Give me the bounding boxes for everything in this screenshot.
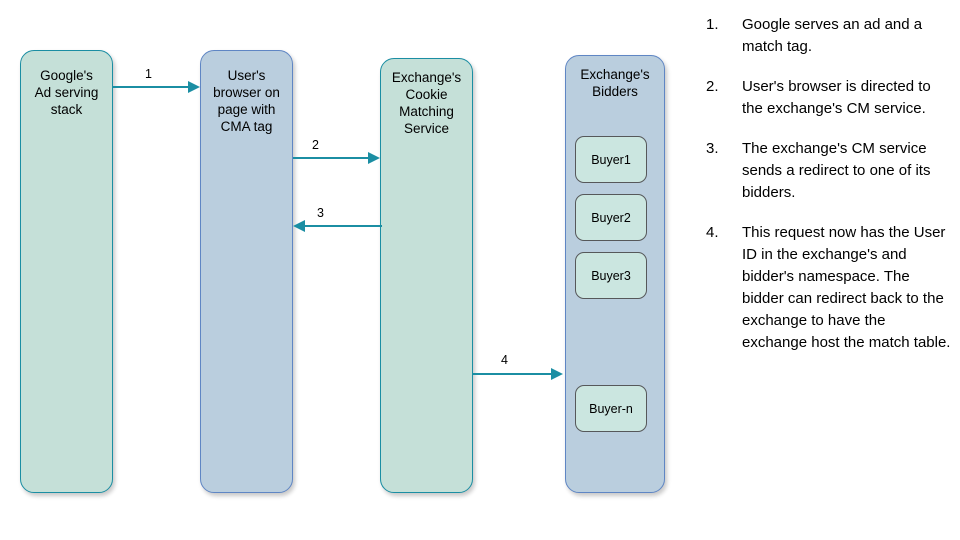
step-text: This request now has the User ID in the … (742, 224, 951, 351)
step-number: 1. (706, 16, 719, 33)
step-number: 4. (706, 224, 719, 241)
arrow-2-label: 2 (312, 138, 319, 152)
buyer-chip-buyer1[interactable]: Buyer1 (575, 136, 647, 183)
arrow-1-label: 1 (145, 67, 152, 81)
steps-list: 1. Google serves an ad and a match tag. … (706, 14, 954, 372)
step-text: Google serves an ad and a match tag. (742, 16, 923, 55)
step-text: User's browser is directed to the exchan… (742, 78, 931, 117)
buyer-label-buyer1: Buyer1 (591, 152, 631, 167)
arrow-3-line (305, 225, 382, 227)
lane-label-google-ad-serving-stack: Google's Ad serving stack (34, 68, 99, 117)
list-item: 2. User's browser is directed to the exc… (706, 76, 954, 120)
buyer-label-buyer2: Buyer2 (591, 210, 631, 225)
list-item: 4. This request now has the User ID in t… (706, 222, 954, 354)
step-number: 2. (706, 78, 719, 95)
list-item: 1. Google serves an ad and a match tag. (706, 14, 954, 58)
lane-label-exchange-cookie-matching-service: Exchange's Cookie Matching Service (391, 70, 462, 136)
arrow-2-head-icon (368, 151, 380, 164)
lane-label-exchange-bidders: Exchange's Bidders (580, 67, 650, 99)
arrow-1-line (113, 86, 190, 88)
buyer-chip-buyer-n[interactable]: Buyer-n (575, 385, 647, 432)
step-number: 3. (706, 140, 719, 157)
lane-label-user-browser: User's browser on page with CMA tag (213, 68, 280, 134)
step-text: The exchange's CM service sends a redire… (742, 140, 931, 201)
arrow-2-line (293, 157, 370, 159)
arrow-4-label: 4 (501, 353, 508, 367)
lane-exchange-cookie-matching-service: Exchange's Cookie Matching Service (380, 58, 473, 493)
arrow-3-label: 3 (317, 206, 324, 220)
arrow-4-line (473, 373, 553, 375)
lane-google-ad-serving-stack: Google's Ad serving stack (20, 50, 113, 493)
arrow-3-head-icon (293, 219, 305, 232)
lane-user-browser: User's browser on page with CMA tag (200, 50, 293, 493)
arrow-1-head-icon (188, 80, 200, 93)
buyer-label-buyer3: Buyer3 (591, 268, 631, 283)
buyer-label-buyer-n: Buyer-n (589, 401, 633, 416)
buyer-chip-buyer3[interactable]: Buyer3 (575, 252, 647, 299)
buyer-chip-buyer2[interactable]: Buyer2 (575, 194, 647, 241)
arrow-4-head-icon (551, 367, 563, 380)
list-item: 3. The exchange's CM service sends a red… (706, 138, 954, 204)
